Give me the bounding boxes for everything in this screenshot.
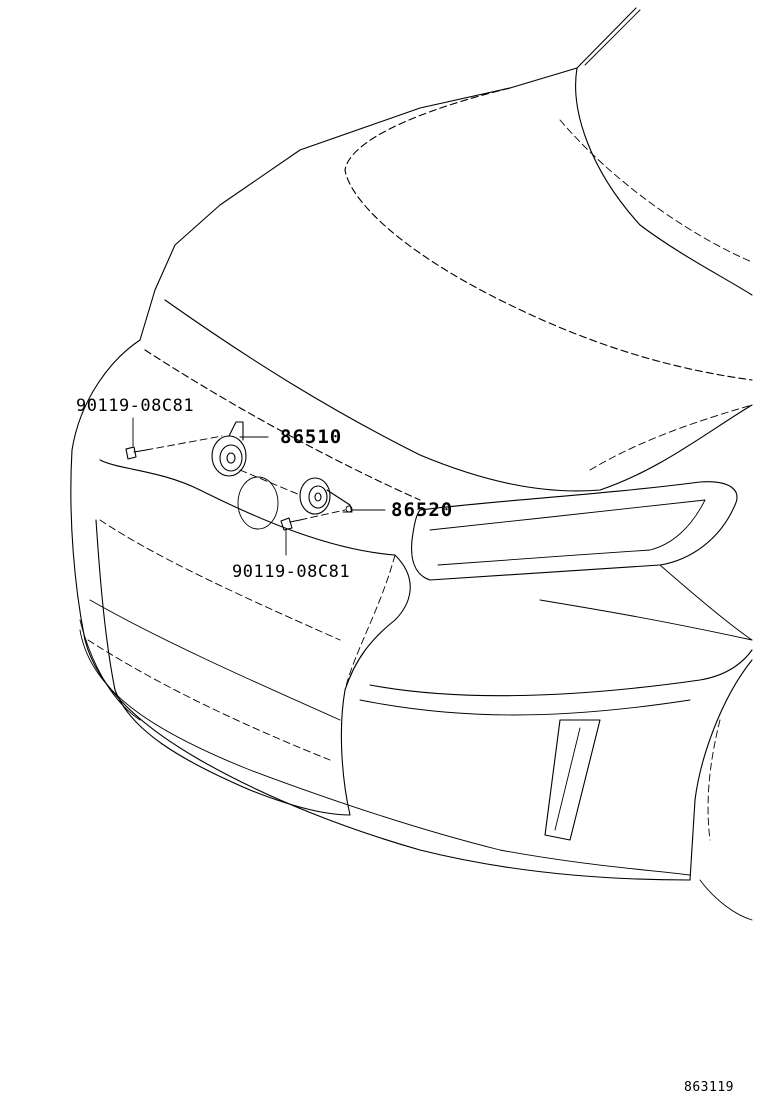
fog-lamp-recess [544,719,601,841]
part-label-horn-high: 86510 [280,426,343,448]
headlight [411,481,738,581]
lower-lip [79,629,691,876]
part-label-horn-low: 86520 [391,499,454,521]
figure-number: 863119 [684,1080,734,1095]
part-label-bolt-upper: 90119-08C81 [76,396,195,416]
horn-86520 [299,477,386,515]
horn-86510 [211,421,269,477]
bolt-lower [280,509,346,556]
front-fascia-upper [144,299,753,501]
bolt-upper [125,417,223,460]
horn-connector-dash [239,469,301,496]
horn-mount-circle [237,476,279,530]
hood [139,7,753,381]
part-label-bolt-lower: 90119-08C81 [232,562,351,582]
bumper [70,339,753,921]
